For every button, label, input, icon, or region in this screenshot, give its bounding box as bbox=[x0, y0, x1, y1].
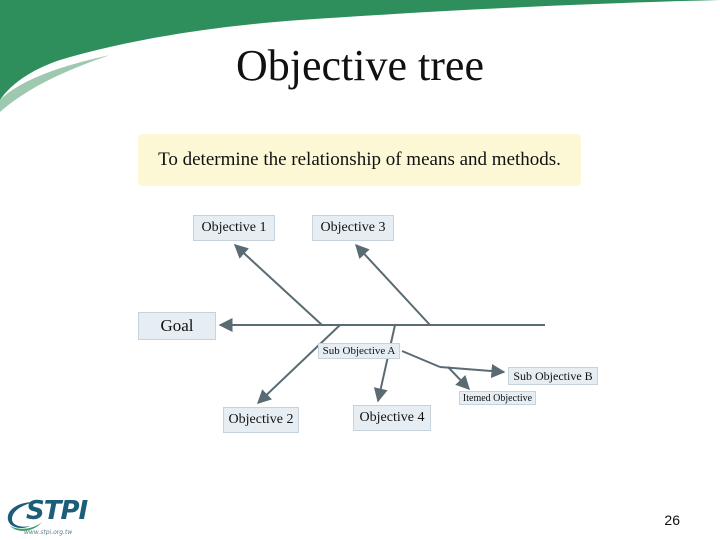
page-number: 26 bbox=[664, 512, 680, 528]
purpose-banner: To determine the relationship of means a… bbox=[138, 134, 581, 186]
sub-objective-b-box: Sub Objective B bbox=[508, 367, 598, 385]
objective-4-box: Objective 4 bbox=[353, 405, 431, 431]
purpose-text: To determine the relationship of means a… bbox=[158, 149, 561, 170]
slide-title: Objective tree bbox=[236, 41, 484, 90]
corner-decoration bbox=[0, 0, 720, 112]
branch-itemed bbox=[447, 366, 470, 391]
branch-sub-b bbox=[439, 364, 506, 378]
objective-1-box: Objective 1 bbox=[193, 215, 275, 241]
branch-objective-2 bbox=[256, 324, 341, 404]
sub-objective-a-box: Sub Objective A bbox=[318, 343, 400, 359]
itemed-objective-box: Itemed Objective bbox=[459, 391, 536, 405]
branch-objective-4 bbox=[373, 324, 396, 403]
objective-3-box: Objective 3 bbox=[312, 215, 394, 241]
branch-sub-a bbox=[401, 350, 441, 368]
stpi-logo: STPI www.stpi.org.tw bbox=[4, 496, 114, 540]
branch-objective-1 bbox=[233, 244, 323, 326]
objective-2-box: Objective 2 bbox=[223, 407, 299, 433]
branch-objective-3 bbox=[355, 243, 431, 326]
logo-swoosh-icon bbox=[7, 502, 42, 531]
logo-text: STPI bbox=[26, 496, 88, 526]
goal-box: Goal bbox=[138, 312, 216, 340]
logo-subtext: www.stpi.org.tw bbox=[24, 529, 73, 536]
